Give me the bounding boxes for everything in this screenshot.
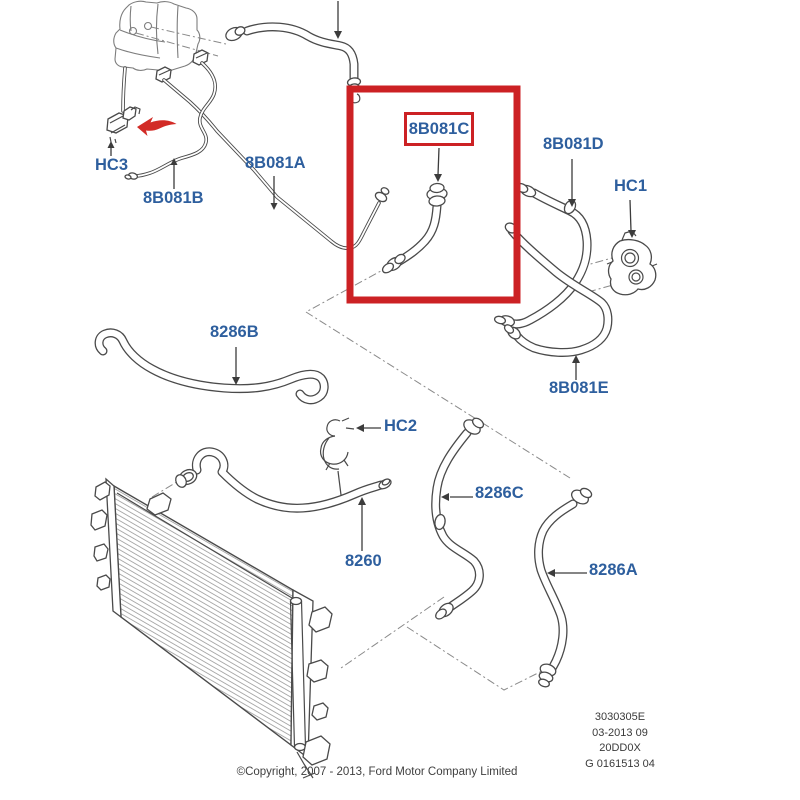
part-label-8260[interactable]: 8260 [345,552,382,570]
leader-lines [107,1,636,577]
hc3-clip [106,106,141,144]
copyright-notice: ©Copyright, 2007 - 2013, Ford Motor Comp… [236,766,518,778]
hose-8286a [538,487,593,688]
part-label-8286b[interactable]: 8286B [210,323,259,341]
drawing-stamp: 3030305E 03-2013 09 20DD0X G 0161513 04 [550,710,690,772]
expansion-tank [113,0,201,73]
hc1-housing [606,230,658,296]
part-label-8b081c-highlighted[interactable]: 8B081C [404,112,474,146]
tube-8b081a [162,78,390,251]
tank-drop-tube [121,66,127,113]
stamp-date-code: 03-2013 09 [592,726,648,739]
stamp-reference: G 0161513 04 [585,757,655,770]
part-label-8b081c-text: 8B081C [408,119,470,138]
part-label-8b081d[interactable]: 8B081D [543,135,604,153]
part-label-8b081b[interactable]: 8B081B [143,189,204,207]
part-label-8286a[interactable]: 8286A [589,561,638,579]
part-label-8b081a[interactable]: 8B081A [245,154,306,172]
hose-8286b [99,333,324,400]
part-label-8b081e[interactable]: 8B081E [549,379,609,397]
part-label-hc2[interactable]: HC2 [384,417,418,435]
hose-8286c [434,417,485,620]
tank-clips [155,49,209,83]
highlight-box [346,85,521,304]
hose-8b081c [381,182,448,274]
hose-8260 [175,452,392,508]
part-label-8286c[interactable]: 8286C [475,484,524,502]
part-label-hc3[interactable]: HC3 [95,156,129,174]
tube-8b081b [124,61,218,180]
stamp-code: 20DD0X [599,742,641,754]
top-hose [225,25,362,104]
stamp-drawing-number: 3030305E [594,711,646,723]
red-arrow [137,117,177,136]
part-label-hc1[interactable]: HC1 [614,177,648,195]
hc2-clip [319,417,355,496]
radiator [90,477,333,779]
